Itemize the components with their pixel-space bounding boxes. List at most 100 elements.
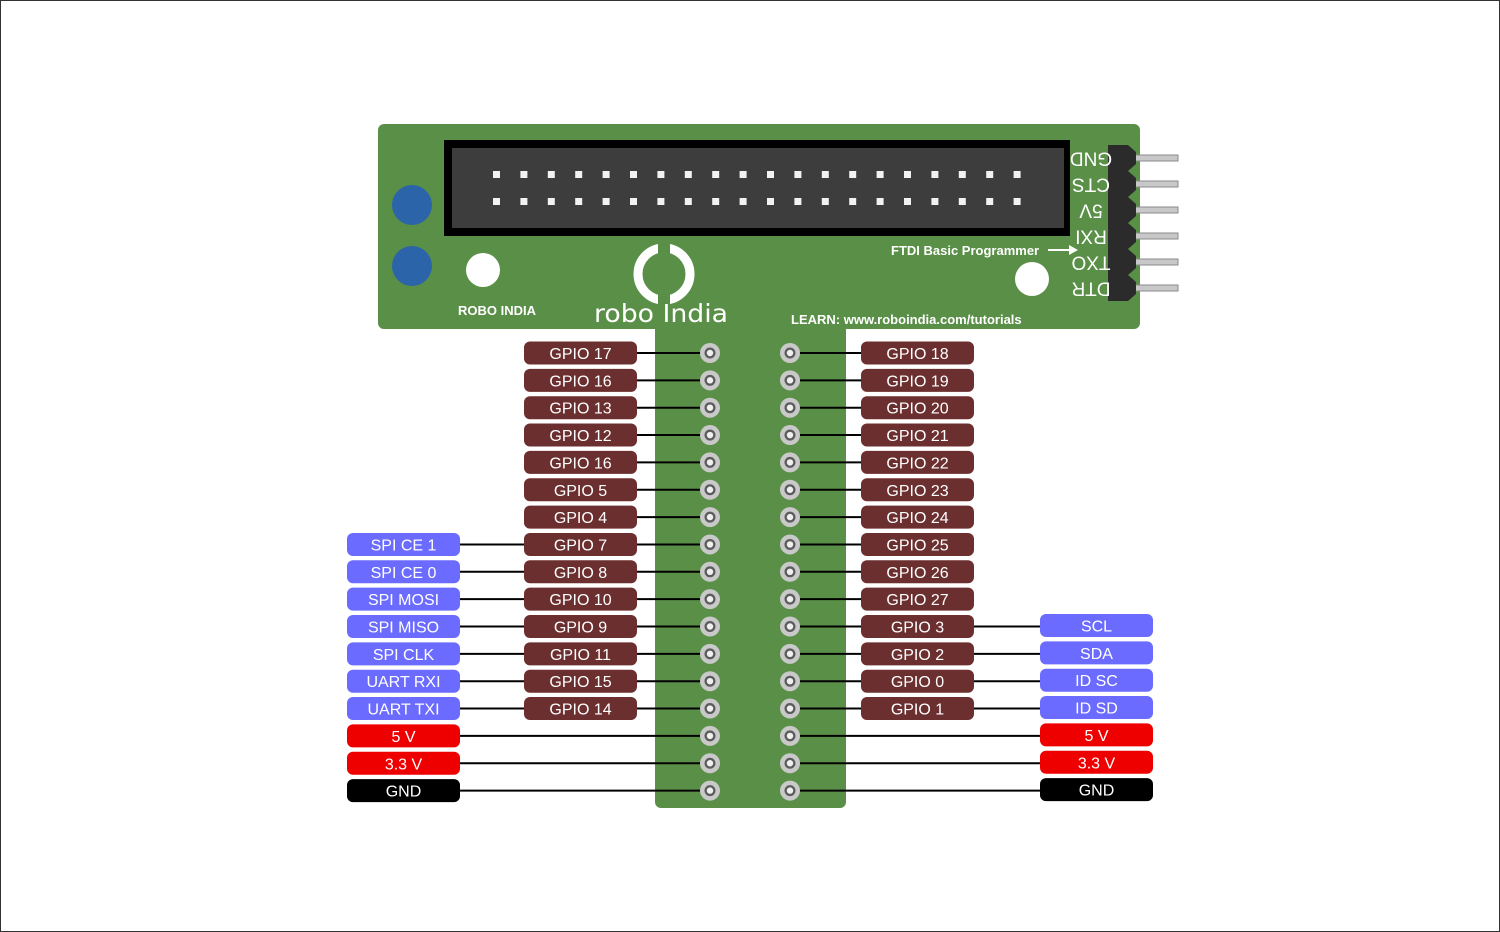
header-pin-hole	[767, 198, 774, 205]
pin-pad-icon	[700, 671, 720, 692]
pin-pad-icon	[700, 725, 720, 746]
pin-pad-icon	[780, 780, 800, 801]
pin-pad-icon	[700, 425, 720, 446]
header-pin-hole	[986, 171, 994, 178]
left-pin-row: GPIO 12	[524, 423, 720, 447]
header-housing	[1108, 197, 1136, 223]
pin-pad-icon	[700, 643, 720, 664]
header-housing	[1108, 171, 1136, 197]
header-pin-hole	[958, 171, 966, 178]
ftdi-pin-label: 5V	[1079, 200, 1103, 221]
left-function-label: UART TXI	[347, 697, 460, 721]
right-gpio-label: GPIO 22	[861, 450, 974, 474]
right-pin-row: GPIO 24	[780, 505, 974, 529]
right-function-label: ID SC	[1040, 668, 1153, 692]
right-function-label: SCL	[1040, 614, 1153, 637]
header-pin-hole	[547, 171, 555, 178]
right-gpio-label: GPIO 2	[861, 642, 974, 666]
right-pin-row: GPIO 25	[780, 532, 974, 556]
header-housing	[1108, 145, 1136, 171]
pin-pad-icon	[780, 753, 800, 774]
left-power-label-text: 3.3 V	[385, 756, 423, 773]
pin-pad-icon	[700, 452, 720, 473]
left-gpio-label: GPIO 4	[524, 505, 637, 529]
left-pin-row: GPIO 17	[524, 341, 720, 365]
right-pin-row: GPIO 22	[780, 450, 974, 474]
pin-pad-icon	[780, 589, 800, 610]
header-pin-hole	[630, 171, 637, 178]
right-power-label-text: 3.3 V	[1078, 755, 1116, 772]
right-gpio-label: GPIO 27	[861, 587, 974, 611]
header-pin-hole	[794, 171, 802, 178]
pcb-stem-section	[655, 320, 846, 808]
learn-label: LEARN: www.roboindia.com/tutorials	[791, 312, 1022, 327]
right-function-label: SDA	[1040, 641, 1153, 665]
header-pin-hole	[904, 171, 911, 178]
left-gpio-label: GPIO 8	[524, 560, 637, 584]
right-gpio-label: GPIO 25	[861, 532, 974, 556]
right-gpio-label-text: GPIO 27	[886, 592, 948, 609]
ftdi-pin-label: RXI	[1075, 226, 1107, 247]
right-function-label-text: SDA	[1080, 646, 1113, 663]
header-pin-hole	[958, 198, 966, 205]
right-pin-row: GPIO 3 SCL	[780, 614, 1153, 638]
header-pin-hole	[1013, 171, 1021, 178]
left-pin-row: GPIO 16	[524, 368, 720, 392]
right-pin-row: GPIO 18	[780, 341, 974, 365]
right-pin-row: GPIO 23	[780, 478, 974, 502]
right-gpio-label: GPIO 18	[861, 341, 974, 365]
ftdi-pin-label: CTS	[1072, 174, 1110, 195]
left-pin-row: UART TXI GPIO 14	[347, 697, 720, 721]
pin-pad-icon	[700, 753, 720, 774]
right-gpio-label-text: GPIO 24	[886, 510, 948, 527]
right-function-label: ID SD	[1040, 696, 1153, 720]
pin-pad-icon	[700, 479, 720, 500]
right-gpio-label: GPIO 21	[861, 423, 974, 447]
left-function-label: SPI MOSI	[347, 587, 460, 611]
right-gpio-label-text: GPIO 23	[886, 483, 948, 500]
left-gpio-label-text: GPIO 12	[549, 428, 611, 445]
left-gpio-label: GPIO 14	[524, 697, 637, 721]
header-housing	[1108, 249, 1136, 275]
ftdi-label: FTDI Basic Programmer	[891, 243, 1039, 258]
left-gpio-label: GPIO 7	[524, 532, 637, 556]
pin-pad-icon	[700, 343, 720, 363]
ftdi-pin-label: DTR	[1071, 278, 1110, 299]
left-power-label: 5 V	[347, 724, 460, 748]
right-ground-label-text: GND	[1079, 783, 1115, 800]
pin-pad-icon	[780, 671, 800, 692]
ftdi-pin-label: GND	[1070, 148, 1112, 169]
left-pin-row: SPI MOSI GPIO 10	[347, 587, 720, 611]
left-gpio-label-text: GPIO 8	[554, 565, 607, 582]
left-gpio-label: GPIO 11	[524, 642, 637, 666]
left-function-label: SPI MISO	[347, 615, 460, 638]
header-pin-hole	[986, 198, 994, 205]
header-pin-hole	[849, 198, 857, 205]
right-ground-label: GND	[1040, 778, 1153, 802]
left-pin-row: GPIO 5	[524, 478, 720, 502]
pin-pad-icon	[700, 507, 720, 528]
pin-pad-icon	[780, 397, 800, 418]
right-power-label: 5 V	[1040, 723, 1153, 747]
header-pin-hole	[904, 198, 911, 205]
left-pin-row: GPIO 4	[524, 505, 720, 529]
header-pin-hole	[931, 171, 939, 178]
left-function-label-text: SPI CE 0	[371, 565, 437, 582]
left-gpio-label: GPIO 17	[524, 341, 637, 365]
left-gpio-label: GPIO 10	[524, 587, 637, 611]
pin-pad-icon	[780, 616, 800, 637]
right-gpio-label: GPIO 3	[861, 615, 974, 638]
left-power-label-text: 5 V	[391, 729, 415, 746]
header-pin-hole	[794, 198, 802, 205]
right-gpio-label-text: GPIO 21	[886, 428, 948, 445]
pin-pad-icon	[780, 534, 800, 555]
left-function-label-text: SPI MISO	[368, 620, 439, 637]
right-gpio-label-text: GPIO 0	[891, 674, 944, 691]
pin-pad-icon	[780, 698, 800, 719]
right-gpio-label-text: GPIO 20	[886, 401, 948, 418]
